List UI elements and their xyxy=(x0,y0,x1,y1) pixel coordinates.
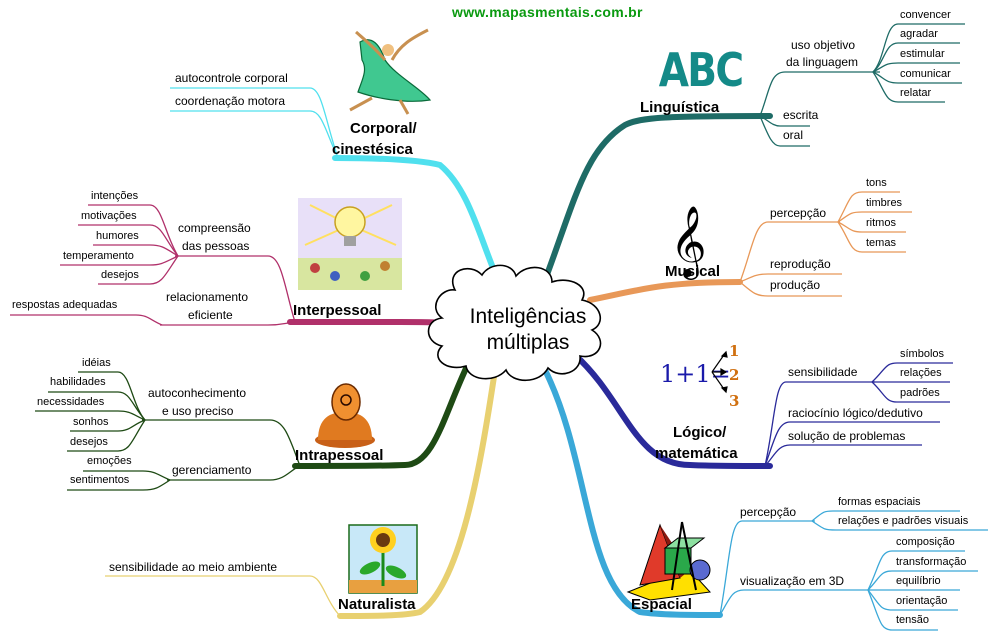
math-equation-icon: 1+1= 1 2 3 xyxy=(660,342,739,410)
branch-intrapessoal-line xyxy=(292,357,473,469)
musical-percepcao: percepção xyxy=(770,206,827,220)
leaf-emocoes: emoções xyxy=(87,455,132,467)
branch-corporal-line xyxy=(332,155,503,288)
musical-reproducao: reprodução xyxy=(770,257,831,271)
leaf-coordenacao-motora: coordenação motora xyxy=(175,94,286,108)
branch-logico-title-line1: Lógico/ xyxy=(673,424,727,441)
interpessoal-relacionamento: relacionamento xyxy=(166,290,249,304)
branch-linguistica-line xyxy=(542,113,773,283)
leaf-equilibrio: equilíbrio xyxy=(896,575,941,587)
espacial-percepcao: percepção xyxy=(740,505,797,519)
leaf-sentimentos: sentimentos xyxy=(70,474,130,486)
treble-clef-icon: 𝄞 xyxy=(670,204,707,280)
leaf-ritmos: ritmos xyxy=(866,217,896,229)
leaf-convencer: convencer xyxy=(900,9,951,21)
dancer-icon xyxy=(349,28,432,115)
branch-logico-line xyxy=(572,352,773,469)
leaf-comunicar: comunicar xyxy=(900,68,951,80)
geometry-shapes-icon xyxy=(626,521,712,601)
leaf-temperamento: temperamento xyxy=(63,250,134,262)
leaf-transformacao: transformação xyxy=(896,556,967,568)
leaf-tensao: tensão xyxy=(896,614,930,626)
center-cloud xyxy=(427,264,602,382)
people-lightbulb-icon xyxy=(298,198,402,290)
leaf-relacoes-padroes-visuais: relações e padrões visuais xyxy=(838,515,969,527)
abc-letters-icon: ABC xyxy=(659,44,743,98)
leaf-padroes: padrões xyxy=(900,387,940,399)
linguistica-da-linguagem: da linguagem xyxy=(786,55,859,69)
leaf-necessidades: necessidades xyxy=(37,396,105,408)
interpessoal-das-pessoas: das pessoas xyxy=(182,239,250,253)
leaf-habilidades: habilidades xyxy=(50,376,106,388)
leaf-temas: temas xyxy=(866,237,896,249)
interpessoal-compreensao: compreensão xyxy=(178,221,251,235)
svg-text:2: 2 xyxy=(729,366,739,384)
branch-espacial-line xyxy=(542,367,723,618)
linguistica-escrita: escrita xyxy=(783,108,819,122)
leaf-desejos-inter: desejos xyxy=(101,269,139,281)
naturalista-sensibilidade: sensibilidade ao meio ambiente xyxy=(109,560,278,574)
leaf-estimular: estimular xyxy=(900,48,945,60)
leaf-agradar: agradar xyxy=(900,28,938,40)
intrapessoal-uso-preciso: e uso preciso xyxy=(162,404,234,418)
leaf-tons: tons xyxy=(866,177,887,189)
branch-espacial-title: Espacial xyxy=(631,596,692,613)
interpessoal-eficiente: eficiente xyxy=(188,308,233,322)
leaf-relatar: relatar xyxy=(900,87,932,99)
leaf-ideias: idéias xyxy=(82,357,111,369)
central-topic: Inteligências múltiplas xyxy=(452,304,604,356)
musical-producao: produção xyxy=(770,278,821,292)
branch-linguistica-title: Linguística xyxy=(640,99,720,116)
leaf-respostas-adequadas: respostas adequadas xyxy=(12,299,118,311)
branch-corporal-title-line1: Corporal/ xyxy=(350,120,417,137)
intrapessoal-gerenciamento: gerenciamento xyxy=(172,463,252,477)
leaf-simbolos: símbolos xyxy=(900,348,945,360)
branch-corporal-title-line2: cinestésica xyxy=(332,141,413,158)
svg-text:1: 1 xyxy=(729,342,739,360)
leaf-intencoes: intenções xyxy=(91,190,139,202)
leaf-sonhos: sonhos xyxy=(73,416,109,428)
leaf-motivacoes: motivações xyxy=(81,210,137,222)
espacial-visualizacao: visualização em 3D xyxy=(740,574,845,588)
leaf-relacoes: relações xyxy=(900,367,942,379)
logico-raciocinio: raciocínio lógico/dedutivo xyxy=(788,406,923,420)
branch-logico-title-line2: matemática xyxy=(655,445,738,462)
leaf-desejos-intra: desejos xyxy=(70,436,108,448)
person-head-icon xyxy=(315,383,375,448)
svg-text:3: 3 xyxy=(729,392,739,410)
branch-musical-line xyxy=(587,279,743,303)
linguistica-oral: oral xyxy=(783,128,804,142)
leaf-autocontrole-corporal: autocontrole corporal xyxy=(175,71,288,85)
linguistica-uso-objetivo: uso objetivo xyxy=(791,38,856,52)
central-topic-line1: Inteligências xyxy=(469,305,587,328)
sunflower-icon xyxy=(348,524,418,594)
branch-naturalista-line xyxy=(337,367,498,619)
branch-naturalista-title: Naturalista xyxy=(338,596,416,613)
intrapessoal-autoconhecimento: autoconhecimento xyxy=(148,386,247,400)
branch-interpessoal-title: Interpessoal xyxy=(293,302,382,319)
central-topic-line2: múltiplas xyxy=(486,331,570,354)
leaf-composicao: composição xyxy=(896,536,955,548)
leaf-humores: humores xyxy=(96,230,139,242)
leaf-formas-espaciais: formas espaciais xyxy=(838,496,921,508)
leaf-orientacao: orientação xyxy=(896,595,948,607)
svg-text:1+1=: 1+1= xyxy=(660,360,731,388)
logico-sensibilidade: sensibilidade xyxy=(788,365,858,379)
logico-solucao: solução de problemas xyxy=(788,429,906,443)
branch-musical-title: Musical xyxy=(665,263,721,280)
branch-intrapessoal-title: Intrapessoal xyxy=(295,447,384,464)
leaf-timbres: timbres xyxy=(866,197,903,209)
site-url[interactable]: www.mapasmentais.com.br xyxy=(452,4,643,20)
